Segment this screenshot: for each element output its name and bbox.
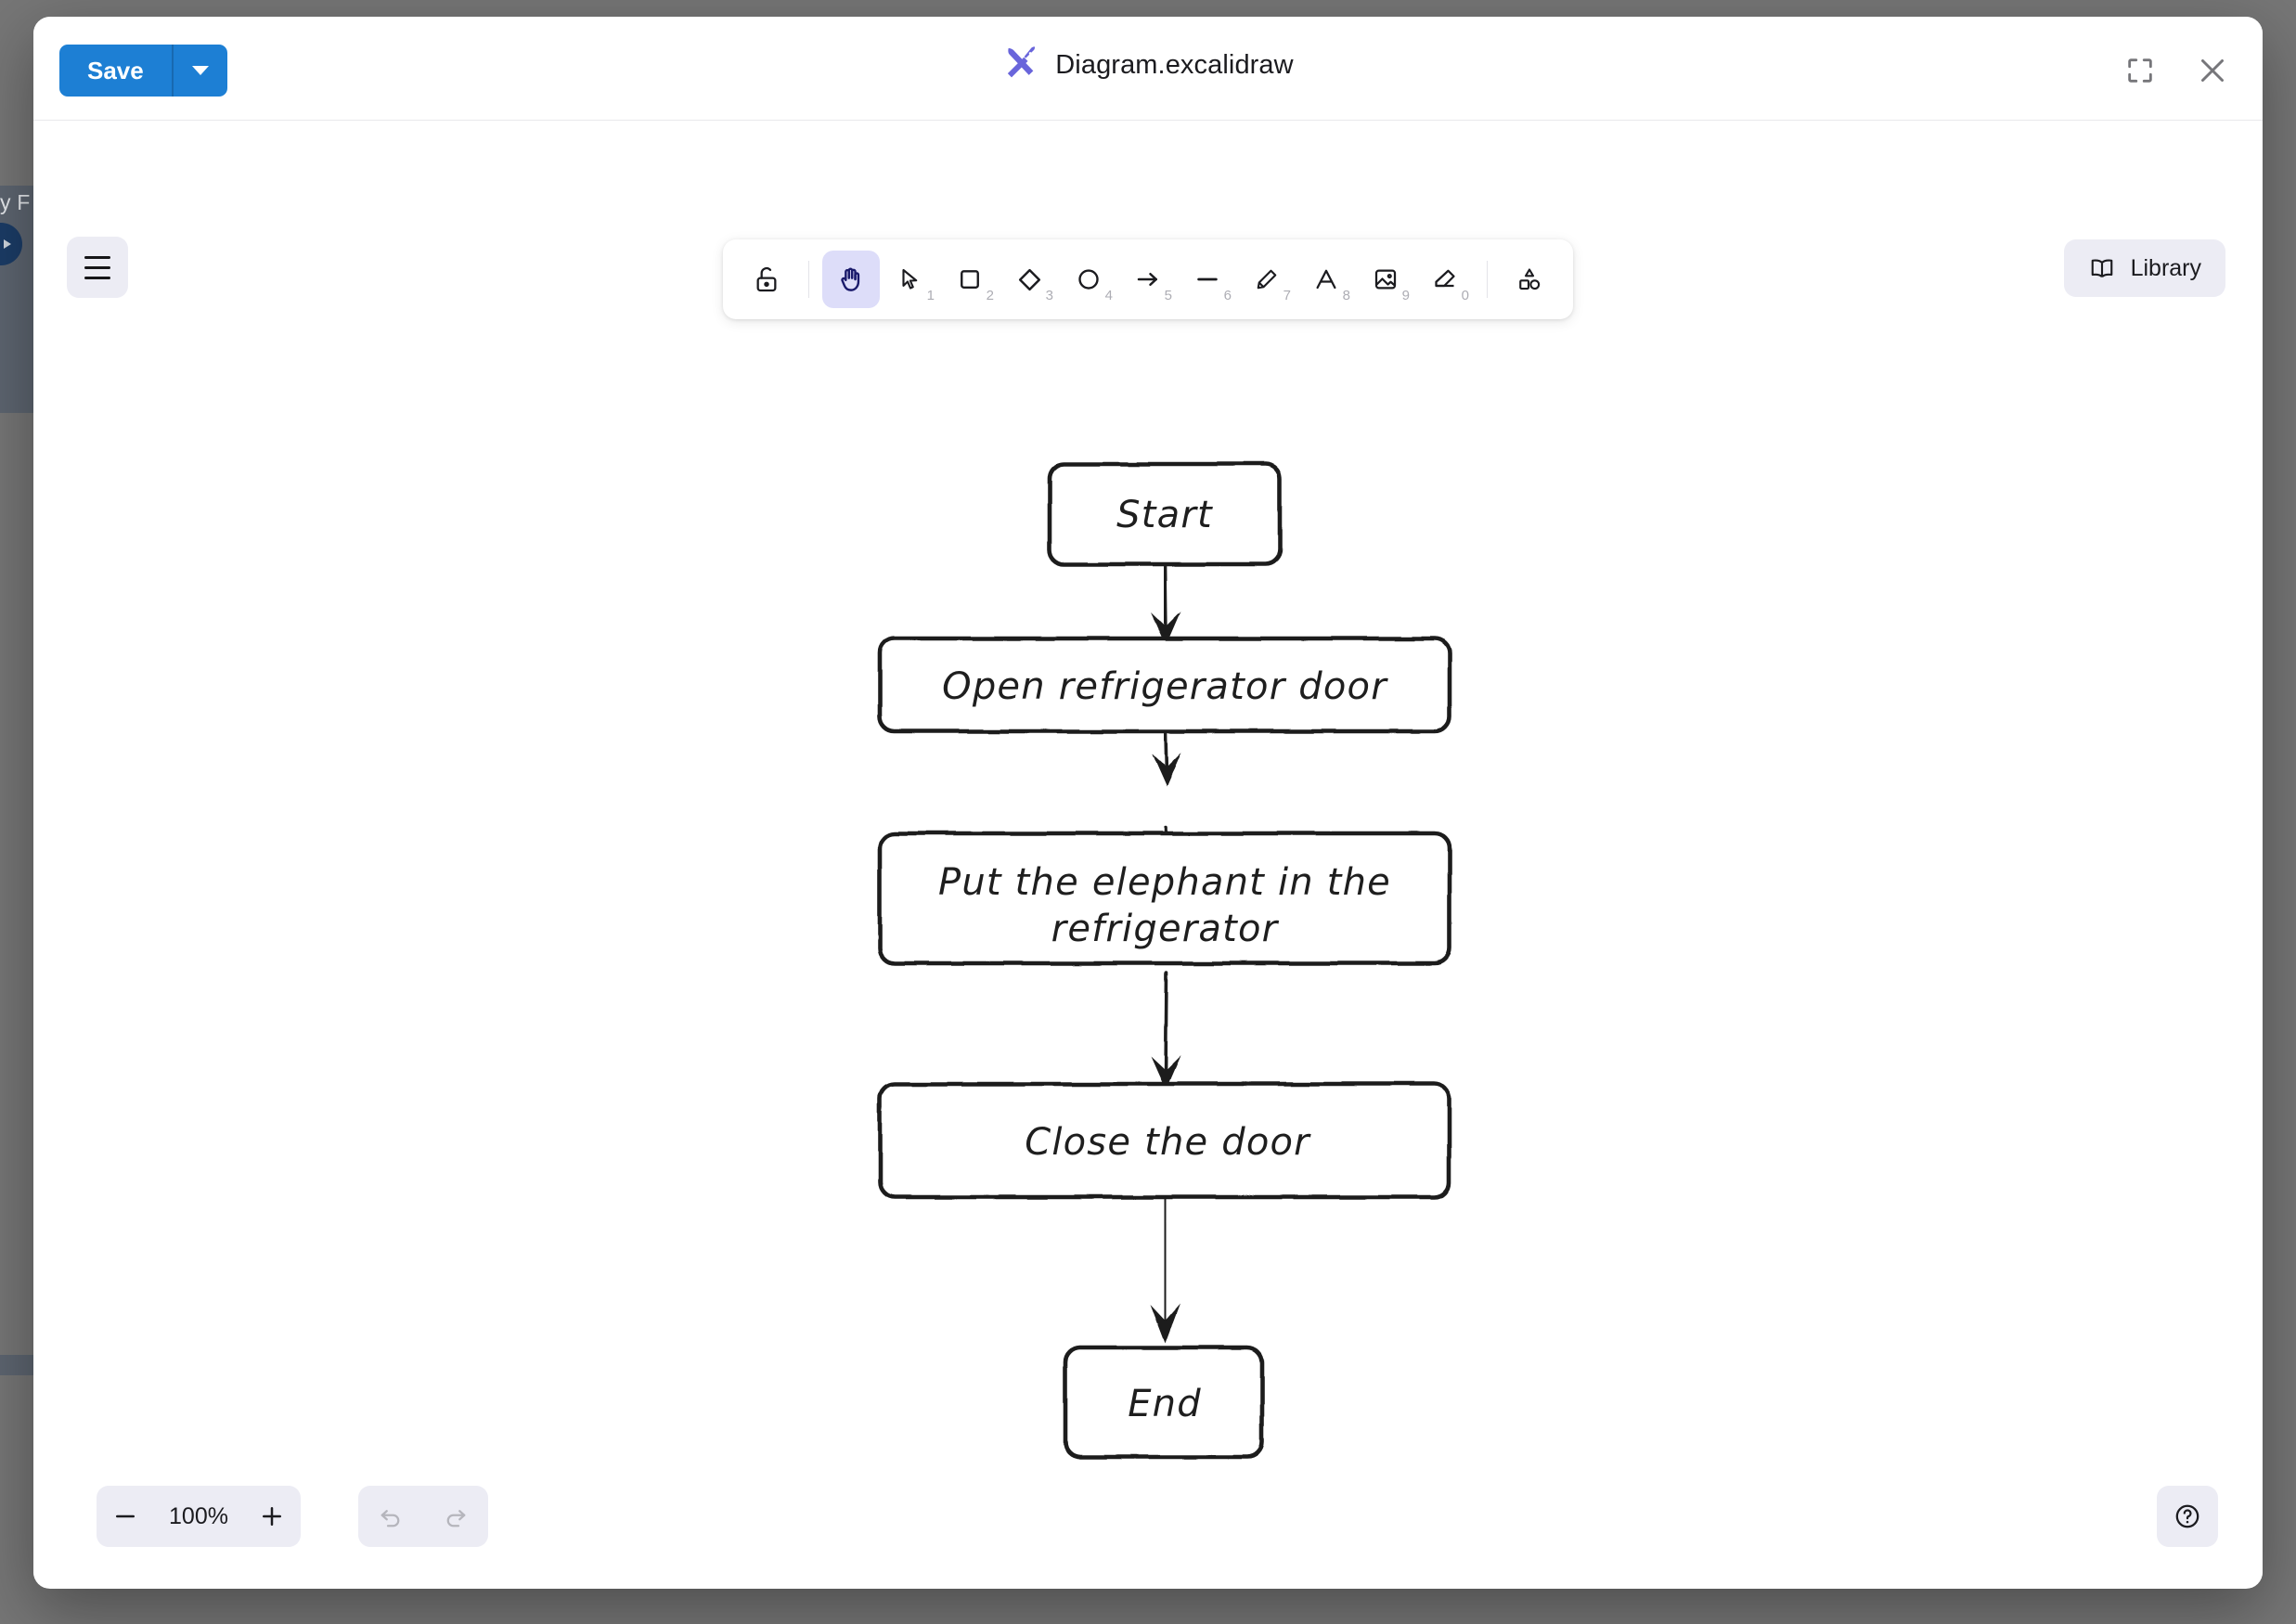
backdrop-partial-label: y F: [0, 190, 31, 214]
library-button-label: Library: [2130, 254, 2201, 281]
hamburger-menu-icon: [84, 255, 110, 259]
diamond-tool-button[interactable]: 3: [1000, 251, 1058, 308]
zoom-control-group: 100%: [97, 1486, 301, 1547]
tool-shortcut-key: 1: [926, 288, 935, 303]
flowchart-node-shape[interactable]: [877, 831, 1452, 966]
zoom-in-button[interactable]: [243, 1486, 301, 1547]
eraser-tool-button[interactable]: 0: [1416, 251, 1474, 308]
arrow-tool-button[interactable]: 5: [1119, 251, 1177, 308]
fullscreen-button[interactable]: [2118, 48, 2162, 93]
excalidraw-modal-window: Save Diagram.excalidraw: [33, 17, 2263, 1589]
tool-shortcut-key: 9: [1401, 288, 1410, 303]
undo-button[interactable]: [358, 1486, 423, 1547]
tool-shortcut-key: 8: [1342, 288, 1350, 303]
save-button[interactable]: Save: [59, 45, 172, 97]
lock-tool-button[interactable]: [738, 251, 795, 308]
save-dropdown-button[interactable]: [173, 45, 227, 97]
rectangle-tool-button[interactable]: 2: [941, 251, 999, 308]
question-mark-icon: [2173, 1502, 2202, 1531]
zoom-out-button[interactable]: [97, 1486, 154, 1547]
toolbar-divider: [808, 261, 809, 298]
hamburger-menu-icon-bar: [84, 276, 110, 279]
selection-tool-button[interactable]: 1: [882, 251, 939, 308]
redo-button[interactable]: [423, 1486, 488, 1547]
document-title: Diagram.excalidraw: [1055, 49, 1294, 80]
tool-palette: 1 2 3 4: [723, 239, 1573, 319]
tool-shortcut-key: 4: [1104, 288, 1113, 303]
excalidraw-logo-icon: [1002, 46, 1039, 84]
toolbar-divider: [1487, 261, 1488, 298]
tool-shortcut-key: 6: [1223, 288, 1232, 303]
chevron-down-icon: [191, 66, 209, 75]
book-icon: [2088, 254, 2116, 282]
flowchart-node-label: Close the door: [1025, 1121, 1311, 1164]
save-button-group: Save: [59, 45, 227, 97]
help-button[interactable]: [2157, 1486, 2218, 1547]
tool-shortcut-key: 3: [1045, 288, 1053, 303]
document-title-group: Diagram.excalidraw: [33, 46, 2263, 84]
tool-shortcut-key: 5: [1164, 288, 1172, 303]
library-button[interactable]: Library: [2063, 239, 2225, 297]
save-divider: [171, 45, 174, 97]
flowchart-node-label-line2: refrigerator: [1051, 908, 1280, 950]
flowchart-node-label: Start: [1116, 494, 1213, 536]
title-bar: Save Diagram.excalidraw: [33, 17, 2263, 121]
close-button[interactable]: [2190, 48, 2235, 93]
ellipse-tool-button[interactable]: 4: [1060, 251, 1117, 308]
draw-tool-button[interactable]: 7: [1238, 251, 1296, 308]
flowchart-node-shape[interactable]: [1063, 1345, 1265, 1460]
tool-shortcut-key: 7: [1283, 288, 1291, 303]
drawing-canvas[interactable]: 1 2 3 4: [33, 121, 2263, 1588]
window-controls: [2118, 48, 2235, 93]
text-tool-button[interactable]: 8: [1297, 251, 1355, 308]
flowchart-node-label: End: [1128, 1383, 1202, 1425]
history-control-group: [358, 1486, 488, 1547]
tool-shortcut-key: 0: [1461, 288, 1469, 303]
flowchart-node-label: Open refrigerator door: [942, 665, 1388, 708]
flowchart-node-shape[interactable]: [877, 636, 1452, 734]
flowchart-node-shape[interactable]: [1047, 461, 1283, 567]
hamburger-menu-button[interactable]: [67, 237, 128, 298]
image-tool-button[interactable]: 9: [1357, 251, 1414, 308]
flowchart[interactable]: Start Open refrigerator door Put the ele…: [33, 121, 2263, 1588]
flowchart-node-label-line1: Put the elephant in the: [938, 861, 1391, 904]
line-tool-button[interactable]: 6: [1179, 251, 1236, 308]
hand-tool-button[interactable]: [822, 251, 880, 308]
more-shapes-tool-button[interactable]: [1501, 251, 1558, 308]
zoom-level-value[interactable]: 100%: [169, 1502, 228, 1529]
hamburger-menu-icon-bar: [84, 265, 110, 269]
tool-shortcut-key: 2: [986, 288, 994, 303]
